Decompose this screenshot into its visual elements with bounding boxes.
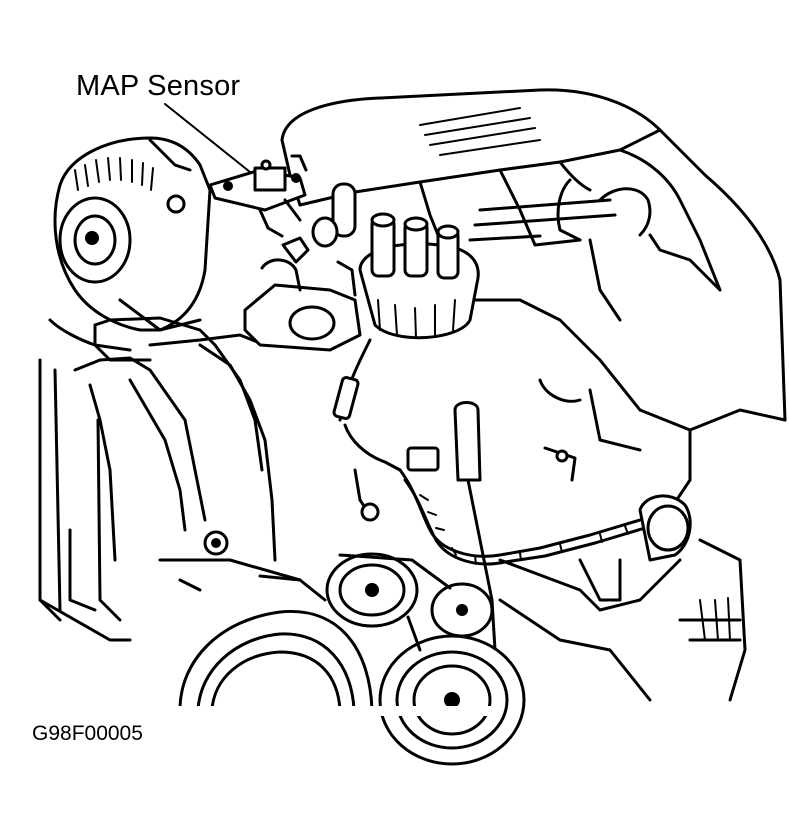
map-sensor-leader-line — [164, 103, 251, 173]
belt-guard — [38, 316, 302, 642]
engine-block — [280, 88, 787, 512]
map-sensor — [208, 154, 308, 238]
pulleys — [176, 552, 526, 766]
map-sensor-label: MAP Sensor — [76, 70, 241, 102]
wiring-harness — [332, 338, 692, 652]
thermostat-housing — [243, 236, 362, 352]
distributor — [311, 182, 480, 340]
lower-engine-components — [498, 538, 747, 702]
alternator — [53, 136, 212, 332]
figure-id: G98F00005 — [32, 722, 143, 745]
